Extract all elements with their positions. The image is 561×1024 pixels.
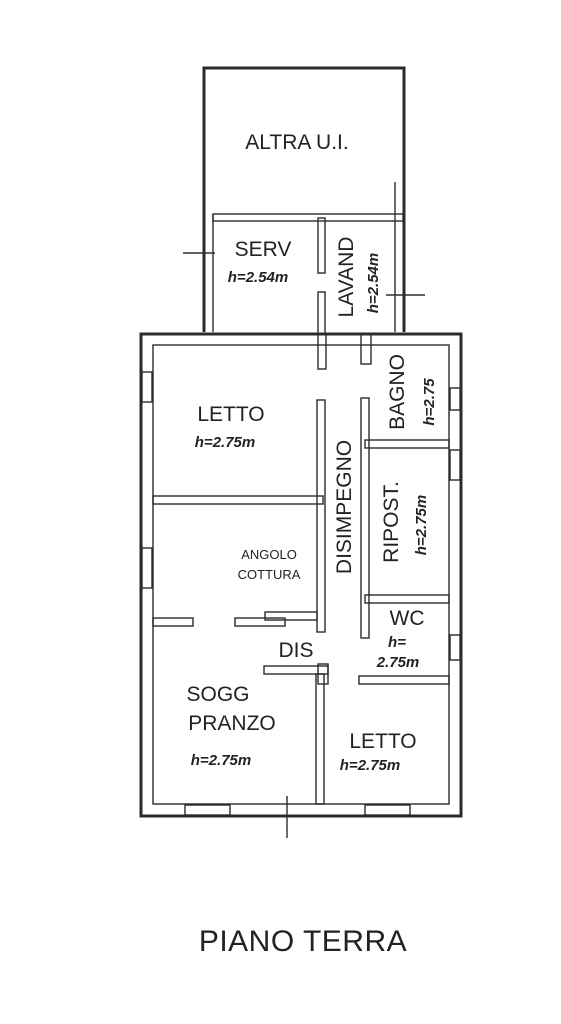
windows <box>141 371 461 838</box>
room-label-letto-1: LETTO <box>197 403 264 426</box>
room-label-ripost: RIPOST. <box>380 481 403 563</box>
room-label-lavand: LAVAND <box>335 237 358 318</box>
room-height-serv: h=2.54m <box>228 269 288 286</box>
room-label-cottura: COTTURA <box>238 567 301 582</box>
room-label-wc: WC <box>390 607 425 630</box>
room-height-wc-1: h= <box>388 634 406 651</box>
room-height-lavand: h=2.54m <box>365 253 382 313</box>
interior-walls <box>152 217 450 805</box>
room-label-disimpegno: DISIMPEGNO <box>333 440 356 574</box>
room-label-altra-ui: ALTRA U.I. <box>245 131 348 154</box>
room-height-sogg-pranzo: h=2.75m <box>191 752 251 769</box>
room-label-letto-2: LETTO <box>349 730 416 753</box>
room-label-angolo: ANGOLO <box>241 547 297 562</box>
room-height-wc-2: 2.75m <box>376 654 420 671</box>
room-label-pranzo: PRANZO <box>188 712 276 735</box>
annex-walls <box>183 66 425 332</box>
room-height-letto-2: h=2.75m <box>340 757 400 774</box>
room-label-bagno: BAGNO <box>386 354 409 430</box>
room-height-bagno: h=2.75 <box>421 378 438 426</box>
room-height-letto-1: h=2.75m <box>195 434 255 451</box>
room-label-sogg: SOGG <box>186 683 249 706</box>
plan-title: PIANO TERRA <box>199 925 407 958</box>
room-height-ripost: h=2.75m <box>413 495 430 555</box>
room-label-dis: DIS <box>278 639 313 662</box>
room-label-serv: SERV <box>235 238 292 261</box>
outer-walls <box>139 332 463 818</box>
